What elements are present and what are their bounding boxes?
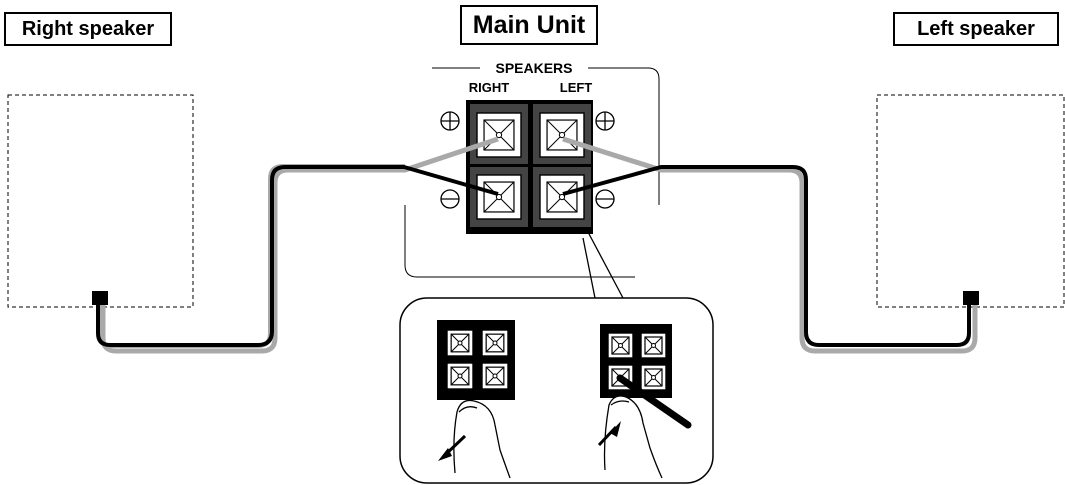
detail-terminal [607, 332, 634, 359]
left-speaker-connector [963, 291, 979, 305]
detail-callout-line [582, 237, 596, 299]
terminal-detail-release [437, 320, 515, 400]
main-unit-panel-outline [404, 205, 635, 278]
minus-icon [440, 189, 460, 209]
detail-terminal [481, 329, 509, 357]
detail-terminal [446, 362, 474, 390]
right-speaker-label: Right speaker [4, 12, 172, 46]
arrow-up-right-icon [597, 421, 621, 447]
plus-icon [595, 111, 615, 131]
left-speaker-cable [562, 136, 978, 354]
left-minus-terminal [539, 174, 585, 220]
plus-icon [440, 111, 460, 131]
finger-press-icon [603, 395, 663, 479]
speakers-title: SPEAKERS [495, 60, 572, 76]
right-channel-label: RIGHT [469, 80, 510, 95]
terminal-detail-insert [600, 324, 672, 398]
wire-insert-icon [616, 374, 692, 429]
detail-terminal [640, 332, 667, 359]
main-unit-label: Main Unit [460, 5, 598, 45]
detail-terminal [446, 329, 474, 357]
right-speaker-outline [7, 94, 194, 308]
speaker-terminal-block [466, 100, 593, 234]
left-speaker-outline [876, 94, 1065, 308]
right-speaker-connector [92, 291, 108, 305]
right-minus-terminal [476, 174, 522, 220]
right-speaker-cable [96, 136, 499, 354]
main-unit-panel-right-edge [647, 67, 660, 205]
left-plus-terminal [539, 112, 585, 158]
arrow-down-left-icon [438, 434, 467, 461]
left-channel-label: LEFT [560, 80, 593, 95]
minus-icon [595, 189, 615, 209]
right-plus-terminal [476, 112, 522, 158]
detail-terminal [481, 362, 509, 390]
detail-terminal [640, 364, 667, 391]
detail-callout-line [587, 231, 624, 299]
left-speaker-label: Left speaker [893, 12, 1059, 46]
finger-press-icon [453, 399, 511, 479]
